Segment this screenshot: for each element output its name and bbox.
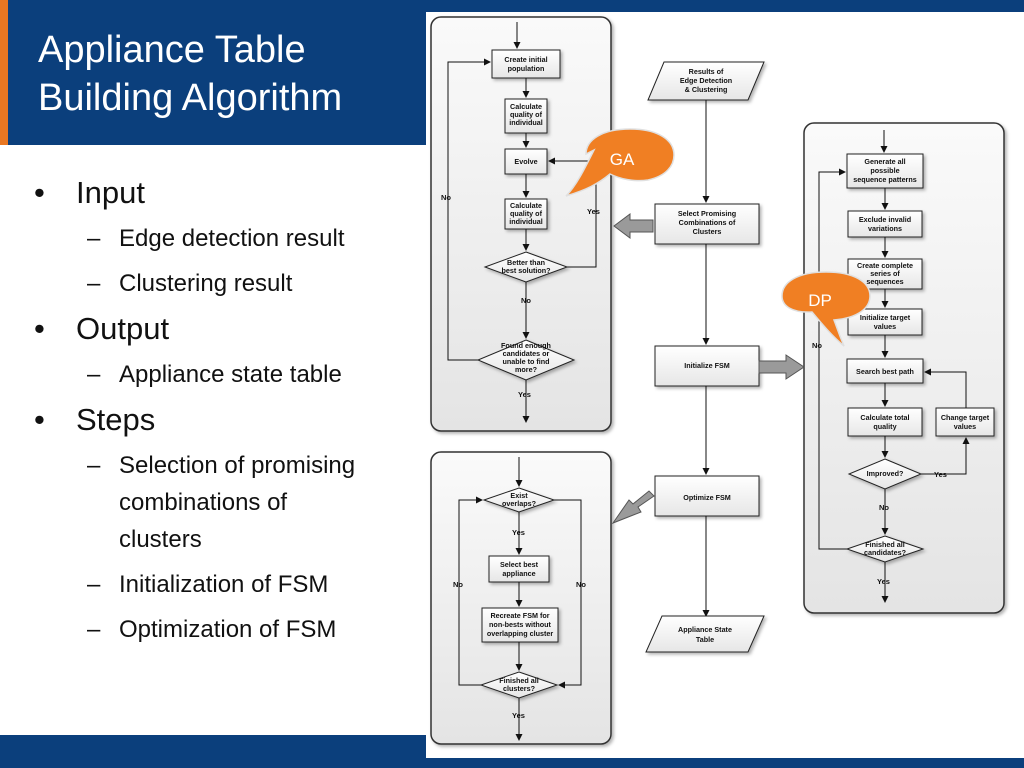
initialize-fsm-box xyxy=(654,345,760,387)
opt-no-right-label: No xyxy=(576,580,586,589)
ga-calc-quality-box-1 xyxy=(504,98,548,134)
initialize-fsm-label: Initialize FSM xyxy=(684,361,730,370)
ga-evolve-label: Evolve xyxy=(514,157,537,166)
output-table-parallelogram xyxy=(645,615,765,653)
dp-change-target-box xyxy=(935,407,995,437)
sub-bullet: –Appliance state table xyxy=(24,356,416,393)
opt-no-left-label: No xyxy=(453,580,463,589)
title-accent-stripe xyxy=(0,0,8,145)
optimize-fsm-label: Optimize FSM xyxy=(683,493,731,502)
sub-bullet-label: Clustering result xyxy=(119,270,293,297)
sub-bullet: –Optimization of FSM xyxy=(24,611,416,648)
dp-generate-box xyxy=(846,153,924,189)
ga-no-mid-label: No xyxy=(521,296,531,305)
bullet-input: • Input xyxy=(24,174,416,212)
dp-calc-quality-box xyxy=(847,407,923,437)
dp-search-path-label: Search best path xyxy=(856,367,914,376)
sub-bullet-label: Optimization of FSM xyxy=(119,616,337,643)
dash-icon: – xyxy=(87,571,101,598)
dp-callout-label: DP xyxy=(808,291,832,310)
dash-icon: – xyxy=(87,452,101,479)
sub-bullet-label: Selection of promising xyxy=(119,452,356,479)
dp-exclude-box xyxy=(847,210,923,238)
dash-icon: – xyxy=(87,616,101,643)
sub-bullet-label: combinations of xyxy=(119,489,288,516)
arrow-to-dp-panel xyxy=(758,354,805,380)
bullet-output: • Output xyxy=(24,310,416,348)
sub-bullet-label: clusters xyxy=(119,526,202,553)
dp-improved-label: Improved? xyxy=(867,469,904,478)
slide-title: Appliance Table Building Algorithm xyxy=(38,26,418,122)
optimize-panel xyxy=(430,451,612,745)
bullet-label: Output xyxy=(76,311,170,346)
sub-bullet-continuation: clusters xyxy=(24,521,416,558)
bullet-label: Input xyxy=(76,175,145,210)
dp-init-target-box xyxy=(847,308,923,336)
sub-bullet-label: Appliance state table xyxy=(119,361,342,388)
dp-no-loop-label: No xyxy=(812,341,822,350)
ga-yes-loop-label: Yes xyxy=(587,207,600,216)
bullet-label: Steps xyxy=(76,402,156,437)
slide-title-line2: Building Algorithm xyxy=(38,77,343,119)
sub-bullet-label: Initialization of FSM xyxy=(119,571,329,598)
dp-callout: DP xyxy=(781,271,871,347)
opt-recreate-fsm-box xyxy=(481,607,559,643)
ga-callout-label: GA xyxy=(610,150,635,169)
dp-search-path-box xyxy=(846,358,924,384)
opt-select-best-box xyxy=(488,555,550,583)
dp-yes-improved-label: Yes xyxy=(934,470,947,479)
bullet-dot-icon: • xyxy=(34,175,45,210)
input-results-parallelogram xyxy=(647,61,765,101)
sub-bullet-continuation: combinations of xyxy=(24,484,416,521)
arrow-to-ga-panel xyxy=(613,213,654,239)
sub-bullet: –Selection of promising xyxy=(24,447,416,484)
select-promising-box xyxy=(654,203,760,245)
bullet-dot-icon: • xyxy=(34,402,45,437)
sub-bullet: –Clustering result xyxy=(24,265,416,302)
slide-title-line1: Appliance Table xyxy=(38,29,306,71)
sub-bullet: –Initialization of FSM xyxy=(24,566,416,603)
arrow-to-optimize-panel xyxy=(611,490,655,525)
dp-no-improved-label: No xyxy=(879,503,889,512)
dash-icon: – xyxy=(87,270,101,297)
opt-yes-exist-label: Yes xyxy=(512,528,525,537)
dp-yes-bottom-label: Yes xyxy=(877,577,890,586)
bullet-list: •Input –Edge detection result –Clusterin… xyxy=(24,170,416,656)
optimize-fsm-box xyxy=(654,475,760,517)
sub-bullet: –Edge detection result xyxy=(24,220,416,257)
ga-yes-bottom-label: Yes xyxy=(518,390,531,399)
bullet-dot-icon: • xyxy=(34,311,45,346)
sub-bullet-label: Edge detection result xyxy=(119,225,345,252)
dash-icon: – xyxy=(87,361,101,388)
ga-callout: GA xyxy=(565,128,675,197)
opt-yes-bottom-label: Yes xyxy=(512,711,525,720)
ga-evolve-box xyxy=(504,148,548,175)
ga-no-loop-label: No xyxy=(441,193,451,202)
dash-icon: – xyxy=(87,225,101,252)
bullet-steps: • Steps xyxy=(24,401,416,439)
